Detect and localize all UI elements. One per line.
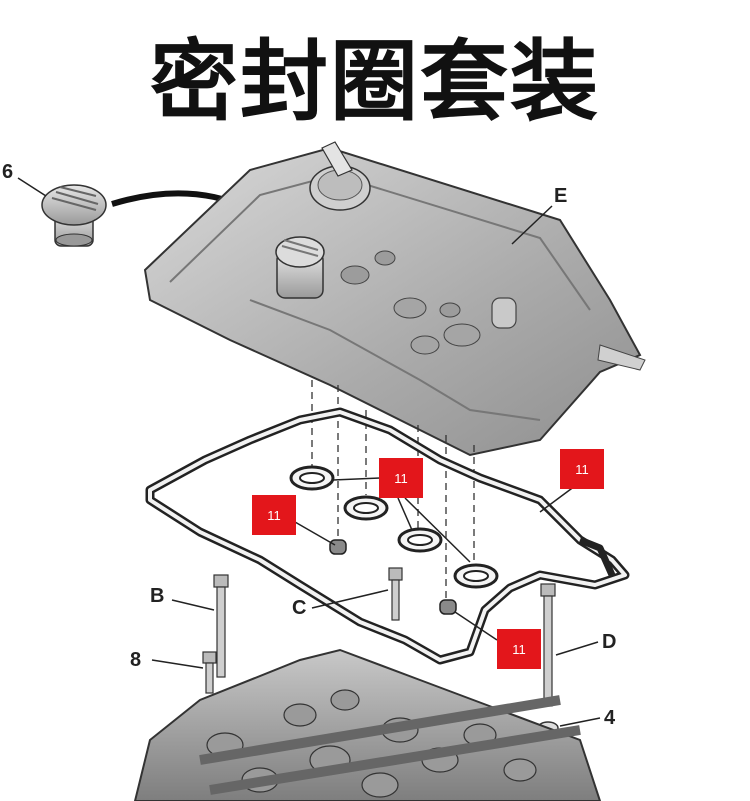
- callout-C: C: [292, 597, 306, 619]
- callout-8: 8: [130, 649, 141, 671]
- part-badge-11: 11: [497, 629, 541, 669]
- bolt-D: [540, 583, 556, 707]
- page-title: 密封圈套装: [149, 30, 600, 133]
- part-badge-11: 11: [560, 449, 604, 489]
- gasket-part: [145, 407, 630, 665]
- part-badge-11: 11: [379, 458, 423, 498]
- bolt-8: [202, 651, 217, 694]
- bolt-B: [213, 574, 229, 678]
- part-badge-11: 11: [252, 495, 296, 535]
- callout-D: D: [602, 631, 616, 653]
- callout-E: E: [554, 185, 567, 207]
- callout-4: 4: [604, 707, 616, 729]
- bolt-C: [388, 567, 403, 621]
- callout-B: B: [150, 585, 164, 607]
- callout-6: 6: [2, 161, 13, 183]
- seal-rings: [289, 465, 499, 589]
- cylinder-head-part: [133, 648, 602, 801]
- oil-cap-part: [41, 184, 107, 247]
- valve-cover-part: [143, 141, 646, 457]
